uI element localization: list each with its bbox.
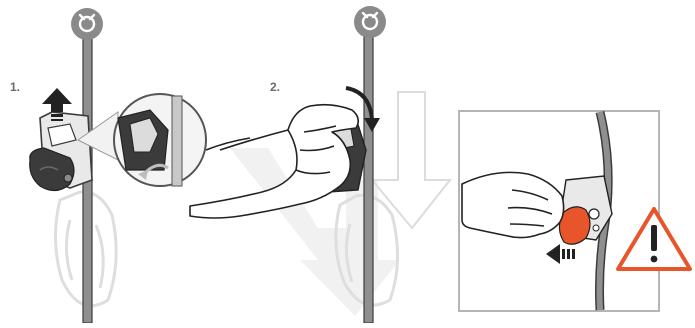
rope-2: [363, 29, 374, 324]
anchor-badge-icon-2: [354, 6, 386, 38]
anchor-badge-icon: [71, 8, 103, 40]
orange-handle: [558, 206, 591, 245]
step-2-number: 2.: [270, 80, 281, 94]
hand-3: [461, 171, 565, 239]
arrow-left-icon: [546, 244, 575, 264]
zoom-detail-circle: [113, 93, 207, 187]
arrow-up-icon: [42, 88, 72, 121]
step-3-panel: [458, 110, 660, 312]
faded-carabiner-2: [334, 193, 399, 307]
hand: [189, 103, 360, 219]
step-2-scene: [189, 6, 453, 324]
warning-triangle-icon: [616, 207, 692, 271]
belay-device: [29, 111, 93, 192]
rotate-arrow-icon: [345, 86, 380, 132]
cuff-line: [205, 137, 251, 151]
faded-carabiner: [54, 190, 118, 308]
step-1-scene: [29, 8, 207, 324]
step-1-number: 1.: [10, 80, 21, 94]
